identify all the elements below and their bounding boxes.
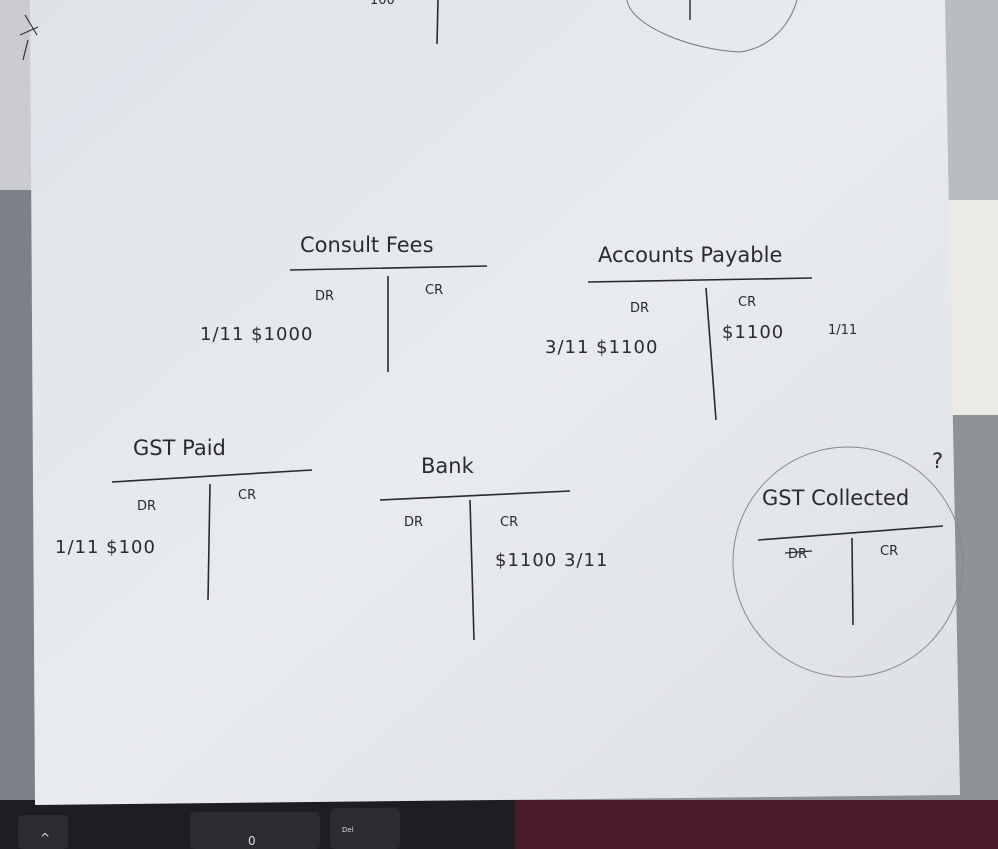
- side-paper: [945, 200, 998, 415]
- key: [190, 812, 320, 849]
- t-lines: [587, 277, 813, 421]
- cr-label: CR: [500, 515, 518, 530]
- account-title: Bank: [421, 454, 475, 478]
- t-lines: [379, 490, 571, 641]
- t-lines: [289, 265, 488, 372]
- key: [18, 815, 68, 849]
- top-fragment-amount: 100: [370, 0, 395, 8]
- paper-sheet: [30, 0, 960, 805]
- cr-entry: $1100 3/11: [495, 550, 608, 571]
- question-mark: ?: [932, 449, 943, 473]
- key: [330, 808, 400, 849]
- t-account-accounts-payable: Accounts Payable DR CR 3/11 $1100 $1100 …: [545, 243, 857, 421]
- key-label: 0: [248, 834, 256, 848]
- t-account-gst-collected: GST Collected ? DR CR: [732, 446, 964, 678]
- dr-label: DR: [137, 499, 156, 514]
- dr-label: DR: [315, 289, 334, 304]
- background-right: [945, 0, 998, 200]
- t-account-bank: Bank DR CR $1100 3/11: [379, 454, 608, 641]
- t-account-gst-paid: GST Paid DR CR 1/11 $100: [55, 436, 313, 601]
- dr-label: DR: [630, 301, 649, 316]
- cr-entry-date: 1/11: [828, 323, 857, 338]
- strikethrough: [784, 550, 813, 554]
- mat: [515, 800, 998, 849]
- cr-label: CR: [425, 283, 443, 298]
- dr-label: DR: [404, 515, 423, 530]
- t-account-fragment-line: [436, 0, 439, 45]
- dr-entry: 3/11 $1100: [545, 337, 658, 358]
- account-title: Accounts Payable: [598, 243, 782, 267]
- margin-doodle: [19, 14, 39, 61]
- account-title: Consult Fees: [300, 233, 434, 257]
- cr-entry: $1100: [722, 322, 784, 343]
- cr-label: CR: [238, 488, 256, 503]
- account-title: GST Collected: [762, 486, 909, 510]
- t-lines: [757, 525, 944, 626]
- account-title: GST Paid: [133, 436, 226, 460]
- key-label: Del: [342, 826, 354, 834]
- circle-fragment: [626, 0, 798, 53]
- key-label: ^: [40, 831, 50, 845]
- t-lines: [111, 469, 313, 601]
- dr-entry: 1/11 $100: [55, 537, 156, 558]
- dr-entry: 1/11 $1000: [200, 324, 313, 345]
- circle-annotation: [732, 446, 964, 678]
- cr-label: CR: [738, 295, 756, 310]
- t-account-consult-fees: Consult Fees DR CR 1/11 $1000: [200, 233, 488, 372]
- dr-label-struck: DR: [788, 547, 807, 562]
- cr-label: CR: [880, 544, 898, 559]
